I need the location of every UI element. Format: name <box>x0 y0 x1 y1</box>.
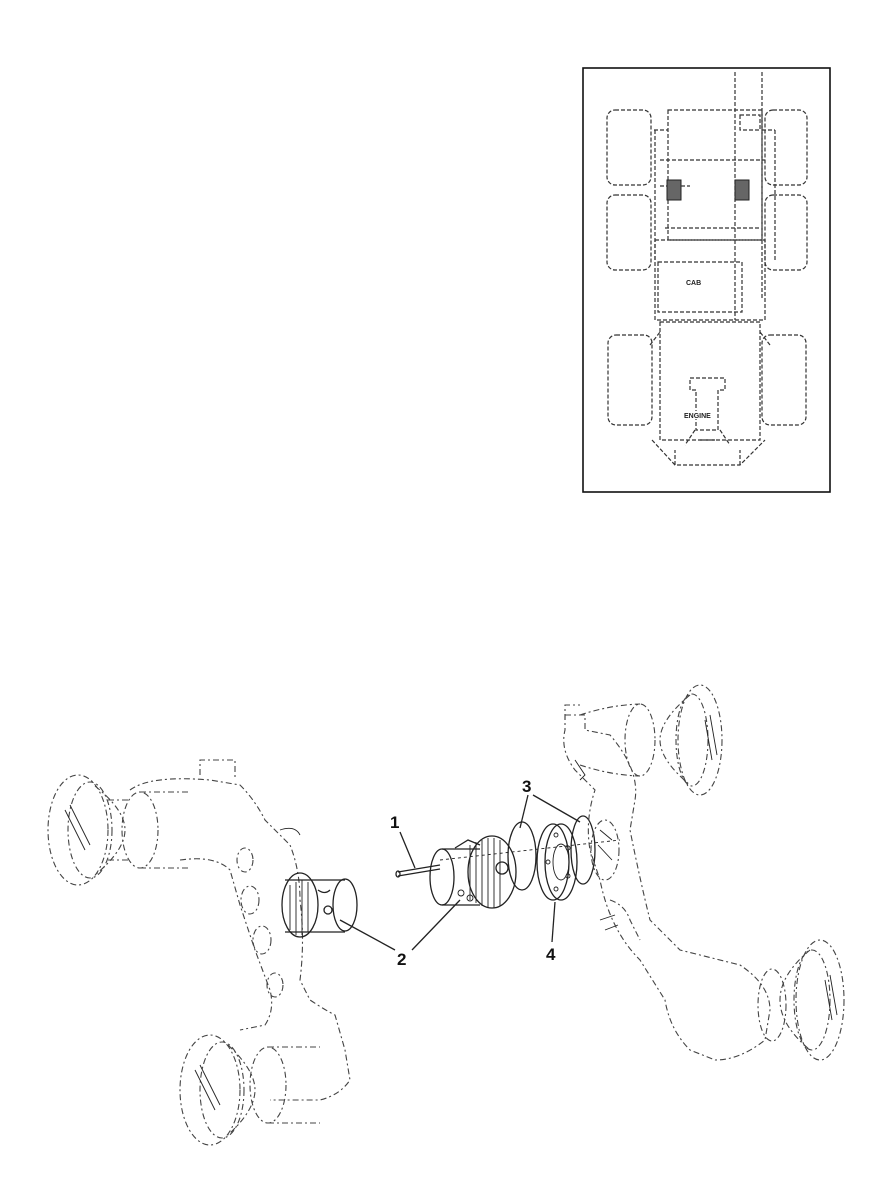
left-axle-assembly <box>47 759 358 1146</box>
right-housing-outline <box>563 714 771 1061</box>
inset-highlight-right <box>734 179 750 201</box>
inset-engine: ENGINE <box>683 377 731 446</box>
callout-2: 2 <box>397 950 406 969</box>
inset-wheels <box>606 109 808 426</box>
engine-label: ENGINE <box>684 413 711 420</box>
inset-cab: CAB <box>654 239 766 321</box>
centre-parts <box>395 815 621 909</box>
flange-part <box>536 823 578 901</box>
callout-4: 4 <box>546 945 556 964</box>
right-lower-hub <box>757 939 845 1061</box>
left-upper-hub <box>47 774 190 886</box>
centre-differential <box>429 835 517 909</box>
right-diff-housing <box>590 819 620 881</box>
cab-label: CAB <box>686 280 701 287</box>
leader-1 <box>399 831 416 869</box>
locator-inset: CAB ENGINE <box>582 67 831 493</box>
leader-3b <box>532 794 581 823</box>
left-housing-inner <box>179 858 273 1031</box>
callout-1: 1 <box>390 813 399 832</box>
leader-2b <box>411 899 461 951</box>
shim-2 <box>570 815 596 885</box>
inset-highlight-left <box>666 179 682 201</box>
leader-2a <box>339 919 396 951</box>
inset-rear-frame <box>649 321 771 466</box>
callouts: 1 2 3 4 <box>339 777 581 969</box>
shim-1 <box>507 821 537 891</box>
left-differential <box>281 872 358 938</box>
leader-3a <box>519 794 529 829</box>
leader-4 <box>551 901 556 943</box>
right-upper-hub <box>579 684 723 796</box>
left-housing-outline <box>129 778 351 1101</box>
inset-frame <box>582 67 831 493</box>
right-axle-assembly <box>563 684 845 1061</box>
callout-3: 3 <box>522 777 531 796</box>
inset-front-frame <box>654 109 776 260</box>
left-lower-hub <box>179 1034 320 1146</box>
shaft-part <box>397 864 441 877</box>
